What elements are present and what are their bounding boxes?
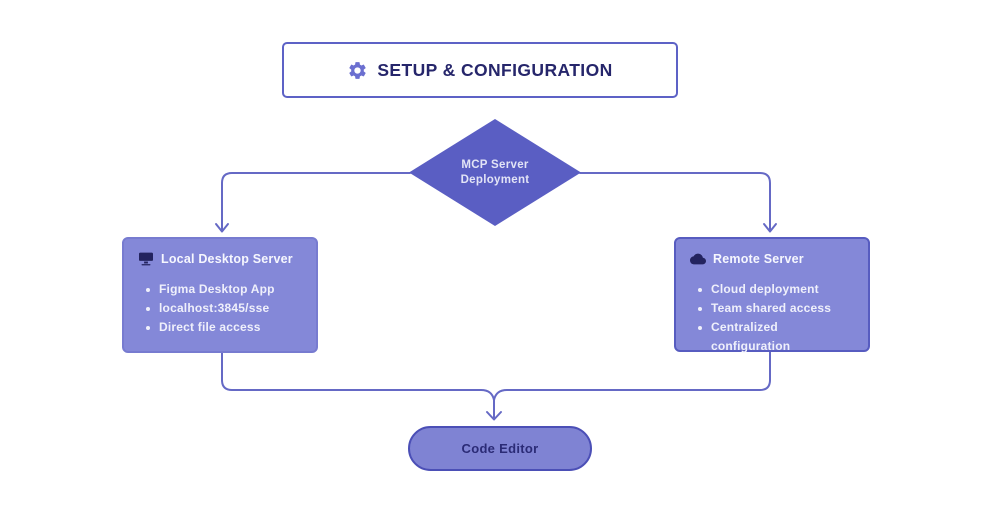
remote-box-list: Cloud deployment Team shared access Cent… [690,280,854,356]
remote-box-header: Remote Server [690,252,854,266]
node-code-editor: Code Editor [408,426,592,471]
list-item: Centralized configuration [698,318,854,356]
node-remote-server: Remote Server Cloud deployment Team shar… [674,237,870,353]
desktop-icon [139,252,153,266]
list-item: Direct file access [146,318,302,337]
title-banner: SETUP & CONFIGURATION [282,42,678,98]
list-item: Cloud deployment [698,280,854,299]
node-local-desktop-server: Local Desktop Server Figma Desktop App l… [122,237,318,353]
decision-label-line2: Deployment [460,173,530,186]
list-item: Figma Desktop App [146,280,302,299]
remote-box-title: Remote Server [713,252,804,266]
decision-node-mcp-server-deployment: MCP Server Deployment [409,119,581,226]
list-item: localhost:3845/sse [146,299,302,318]
local-box-list: Figma Desktop App localhost:3845/sse Dir… [138,280,302,337]
cloud-icon [690,253,706,265]
list-item: Team shared access [698,299,854,318]
title-text: SETUP & CONFIGURATION [377,59,613,80]
code-editor-label: Code Editor [461,441,539,456]
decision-label-line1: MCP Server [461,158,529,171]
local-box-title: Local Desktop Server [161,252,293,266]
gear-icon [349,61,367,79]
local-box-header: Local Desktop Server [138,252,302,266]
